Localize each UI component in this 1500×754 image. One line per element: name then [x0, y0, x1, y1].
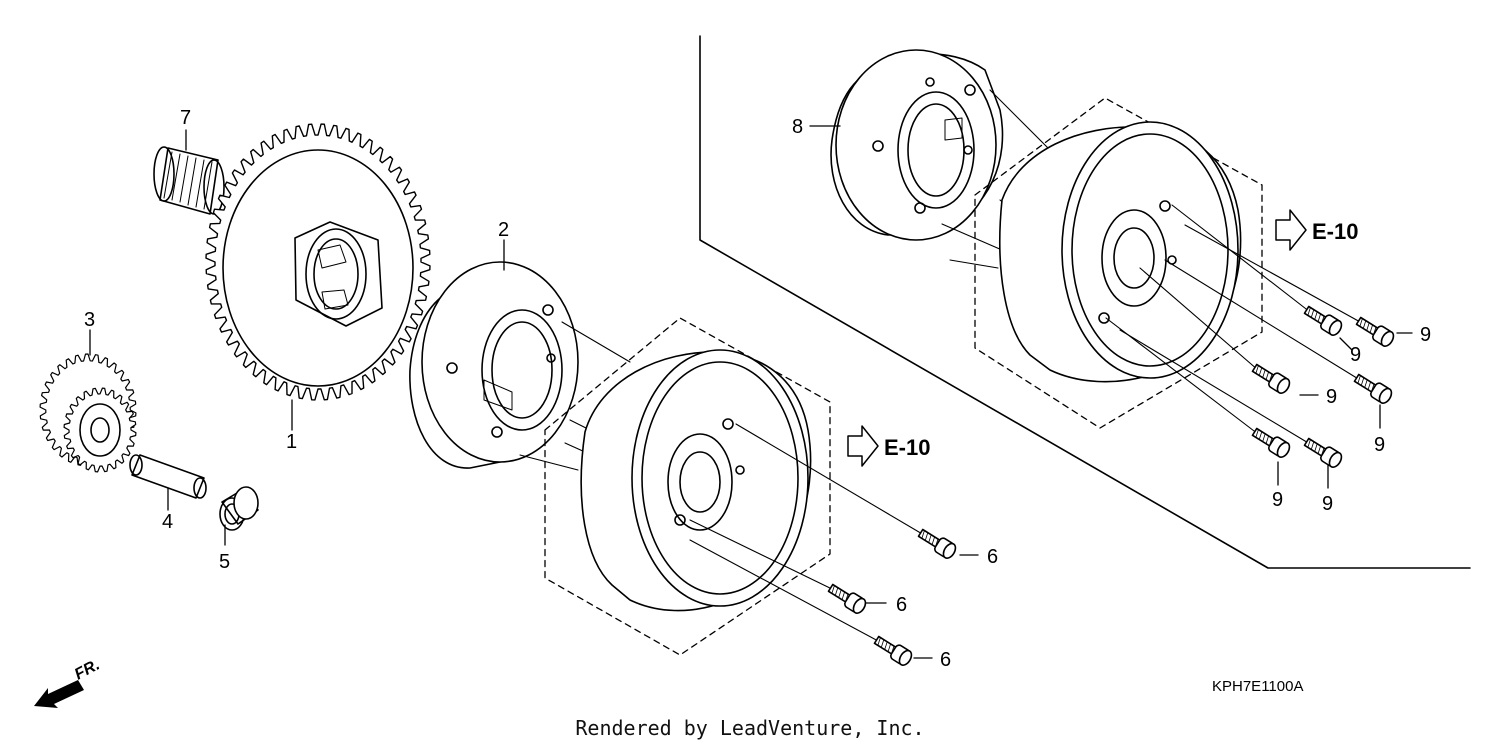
- bolt: [1303, 305, 1343, 336]
- drawing-code: KPH7E1100A: [1212, 678, 1303, 695]
- callout-9f: 9: [1322, 493, 1333, 515]
- callout-6b: 6: [896, 594, 907, 616]
- guide-lines-right: [1105, 204, 1363, 445]
- callout-9d: 9: [1374, 434, 1385, 456]
- flywheel-left: [519, 317, 831, 656]
- shaft-4: [129, 454, 207, 499]
- ref-label-right: E-10: [1312, 219, 1358, 244]
- callout-6c: 6: [940, 649, 951, 671]
- guide-lines-left: [689, 423, 925, 643]
- callout-6a: 6: [987, 546, 998, 568]
- starter-idle-gear-3: [39, 353, 137, 473]
- bolt: [1251, 363, 1291, 394]
- callout-7: 7: [180, 107, 191, 129]
- bolt: [917, 528, 957, 559]
- callout-leaders: [89, 125, 1413, 659]
- ref-arrow-left: [847, 425, 879, 467]
- callout-9e: 9: [1272, 489, 1283, 511]
- starter-clutch-2: [409, 261, 579, 469]
- callout-9a: 9: [1420, 324, 1431, 346]
- bolt: [827, 583, 867, 614]
- region-border: [699, 35, 1471, 569]
- bolt: [1251, 427, 1291, 458]
- callout-3: 3: [84, 309, 95, 331]
- callout-5: 5: [219, 551, 230, 573]
- callout-1: 1: [286, 431, 297, 453]
- ref-arrow-right: [1275, 209, 1307, 251]
- bolt: [1355, 316, 1395, 347]
- callout-9b: 9: [1350, 344, 1361, 366]
- callout-8: 8: [792, 116, 803, 138]
- collar-5: [219, 486, 259, 531]
- bolts: [827, 305, 1395, 666]
- callout-4: 4: [162, 511, 173, 533]
- front-label: FR.: [72, 656, 103, 683]
- starter-clutch-8: [830, 49, 1004, 241]
- needle-bearing-7: [153, 146, 225, 215]
- bolt: [873, 635, 913, 666]
- starter-driven-gear-1: [205, 123, 431, 401]
- footer-credit: Rendered by LeadVenture, Inc.: [575, 716, 925, 740]
- callout-2: 2: [498, 219, 509, 241]
- bolt: [1353, 373, 1393, 404]
- bolt: [1303, 437, 1343, 468]
- ref-label-left: E-10: [884, 435, 930, 460]
- callout-9c: 9: [1326, 386, 1337, 408]
- front-direction-icon: [34, 680, 84, 708]
